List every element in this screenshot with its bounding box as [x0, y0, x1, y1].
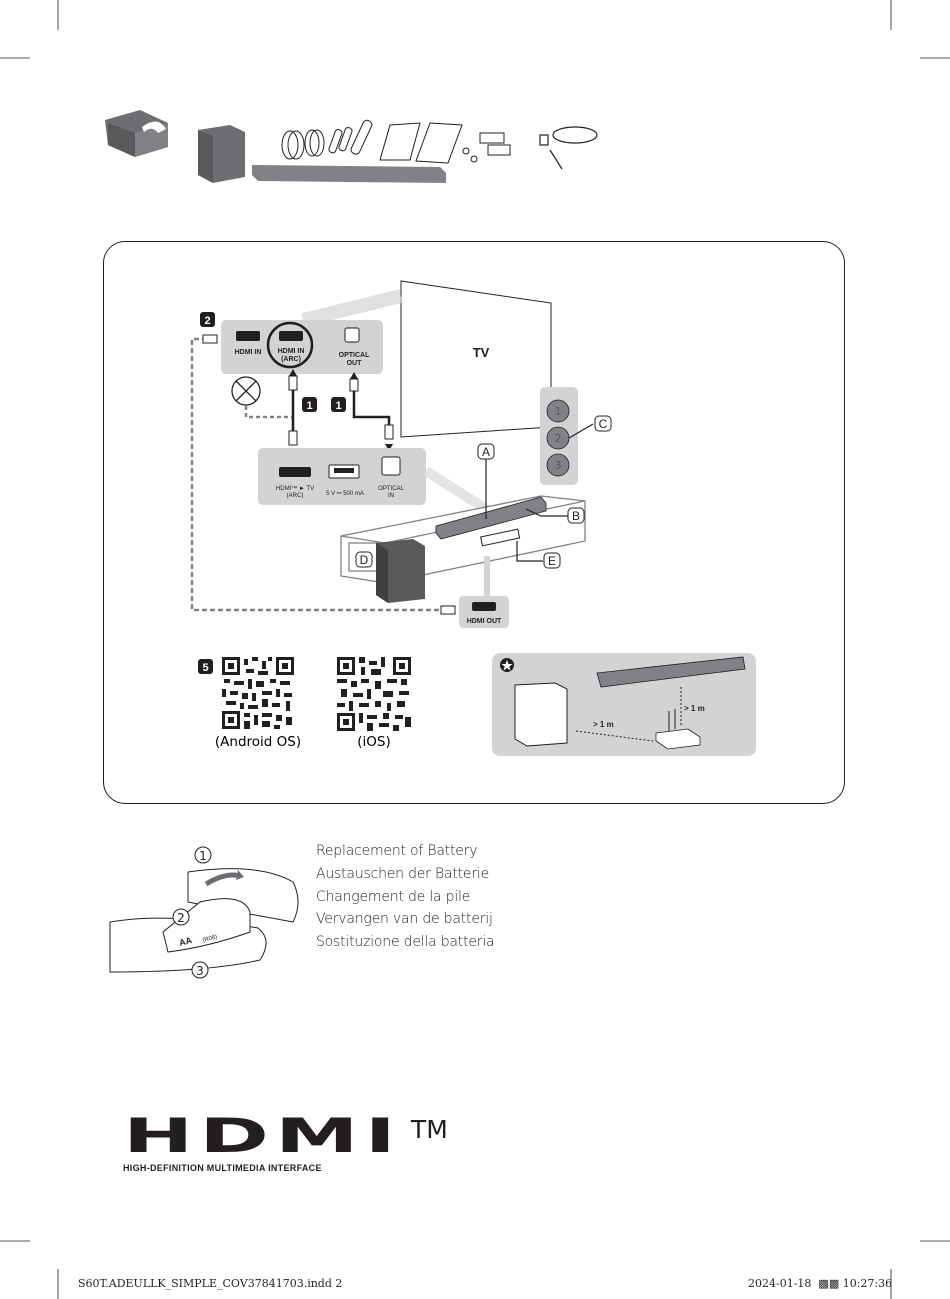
callout-b: B — [525, 507, 585, 524]
svg-text:HDMI™ ► TV: HDMI™ ► TV — [276, 485, 314, 492]
svg-text:HDMI IN: HDMI IN — [278, 348, 305, 355]
svg-text:D: D — [360, 553, 369, 567]
qr-android-caption: (Android OS) — [215, 734, 301, 750]
callout-e: E — [516, 541, 561, 569]
placement-soundbar — [596, 656, 746, 688]
step-2-badge — [200, 312, 215, 327]
svg-text:OPTICAL: OPTICAL — [339, 352, 370, 359]
battery-line-fr: Changement de la pile — [316, 888, 471, 905]
qr-ios-caption: (iOS) — [357, 734, 390, 750]
manual-item — [379, 122, 463, 164]
battery-illustration: 1 2 3 AA (R06) — [109, 846, 299, 979]
svg-text:(ARC): (ARC) — [287, 493, 304, 499]
footer-time: 10:27:36 — [842, 1277, 893, 1290]
subwoofer-illustration — [376, 539, 425, 603]
battery-line-it: Sostituzione della batteria — [316, 934, 495, 951]
svg-text:3: 3 — [555, 459, 562, 472]
footer-filename: S60T.ADEULLK_SIMPLE_COV37841703.indd 2 — [78, 1277, 343, 1290]
arc-highlight-circle — [266, 321, 314, 369]
svg-text:(R06): (R06) — [202, 934, 218, 944]
hdmi-wordmark: HDMI — [123, 1108, 402, 1164]
not-connect-icon — [231, 376, 261, 406]
svg-text:E: E — [548, 554, 556, 568]
hdmi-tagline: HIGH-DEFINITION MULTIMEDIA INTERFACE — [123, 1163, 322, 1173]
placement-router — [655, 728, 701, 750]
optical-out-port-icon — [344, 327, 360, 343]
svg-text:1: 1 — [306, 400, 312, 412]
footer-time-glyph: ▩▩ — [818, 1277, 840, 1290]
battery-instructions: Replacement of Battery Austauschen der B… — [316, 840, 495, 954]
callout-c: C — [568, 415, 612, 439]
optical-cable-item — [539, 126, 598, 170]
svg-text:C: C — [599, 417, 608, 431]
soundbar-on-stand — [435, 496, 547, 540]
svg-text:(ARC): (ARC) — [281, 356, 301, 363]
step-1-hdmi-badge — [302, 397, 317, 412]
star-note-icon — [501, 660, 513, 671]
svg-text:3: 3 — [196, 964, 204, 978]
qr-code-ios — [337, 657, 411, 731]
svg-text:1: 1 — [335, 400, 341, 412]
battery-line-en: Replacement of Battery — [316, 843, 478, 859]
optical-cable — [349, 372, 394, 451]
svg-text:1: 1 — [199, 849, 207, 863]
svg-text:HDMI IN: HDMI IN — [235, 349, 262, 356]
svg-text:> 1 m: > 1 m — [684, 704, 705, 713]
battery-line-de: Austauschen der Batterie — [316, 865, 489, 882]
hdmi-out-panel: HDMI OUT — [459, 596, 509, 628]
svg-text:1: 1 — [555, 405, 562, 418]
soundbar-item — [252, 165, 446, 183]
svg-text:2: 2 — [204, 315, 210, 327]
connection-diagram: TV HDMI IN HDMI IN (ARC) OPTICAL OUT 2 — [190, 280, 756, 756]
tv-port-panel: HDMI IN HDMI IN (ARC) OPTICAL OUT — [221, 320, 383, 374]
placement-subwoofer — [514, 682, 568, 747]
tv-label: TV — [473, 345, 490, 360]
footer-date: 2024-01-18 — [748, 1277, 812, 1290]
hdmi-port-icon — [236, 331, 260, 341]
svg-text:A: A — [482, 445, 490, 459]
svg-text:2: 2 — [555, 432, 562, 445]
step-5-badge — [198, 659, 213, 674]
box-icon — [105, 110, 168, 157]
svg-text:AA: AA — [178, 935, 194, 948]
svg-text:IN: IN — [388, 493, 394, 499]
hdmi-logo: HDMI TM HIGH-DEFINITION MULTIMEDIA INTER… — [123, 1108, 448, 1173]
hdmi-arc-port-icon — [279, 331, 303, 341]
step-1-optical-badge — [331, 397, 346, 412]
side-buttons-panel: 1 2 3 — [540, 387, 578, 485]
callout-d: D — [355, 551, 373, 568]
placement-hint-panel: > 1 m > 1 m — [492, 653, 756, 756]
svg-text:5 V ⎓ 500 mA: 5 V ⎓ 500 mA — [326, 491, 364, 497]
tv-illustration: TV — [400, 280, 552, 438]
soundbar-port-panel: HDMI™ ► TV (ARC) 5 V ⎓ 500 mA OPTICAL IN — [258, 448, 426, 505]
cables-item — [281, 129, 325, 160]
qr-code-android — [222, 657, 294, 729]
svg-text:> 1 m: > 1 m — [593, 720, 614, 729]
svg-text:HDMI OUT: HDMI OUT — [467, 618, 502, 625]
hdmi-tm: TM — [410, 1115, 448, 1144]
wireless-receiver-box — [479, 528, 521, 547]
wall-bracket-item — [462, 132, 511, 163]
footer-timestamp: 2024-01-18 ▩▩ 10:27:36 — [748, 1277, 892, 1290]
svg-text:5: 5 — [202, 662, 208, 674]
connection-diagram-frame — [103, 241, 845, 804]
remote-and-batteries-item — [328, 119, 373, 155]
callout-a: A — [477, 443, 495, 519]
package-contents — [105, 110, 598, 183]
hdmi-arc-cable — [288, 369, 298, 457]
svg-text:OPTICAL: OPTICAL — [378, 486, 404, 492]
svg-text:B: B — [572, 509, 580, 523]
battery-line-nl: Vervangen van de batterij — [316, 911, 493, 928]
svg-text:OUT: OUT — [347, 360, 363, 367]
svg-text:2: 2 — [177, 911, 185, 925]
subwoofer-item — [198, 125, 245, 183]
